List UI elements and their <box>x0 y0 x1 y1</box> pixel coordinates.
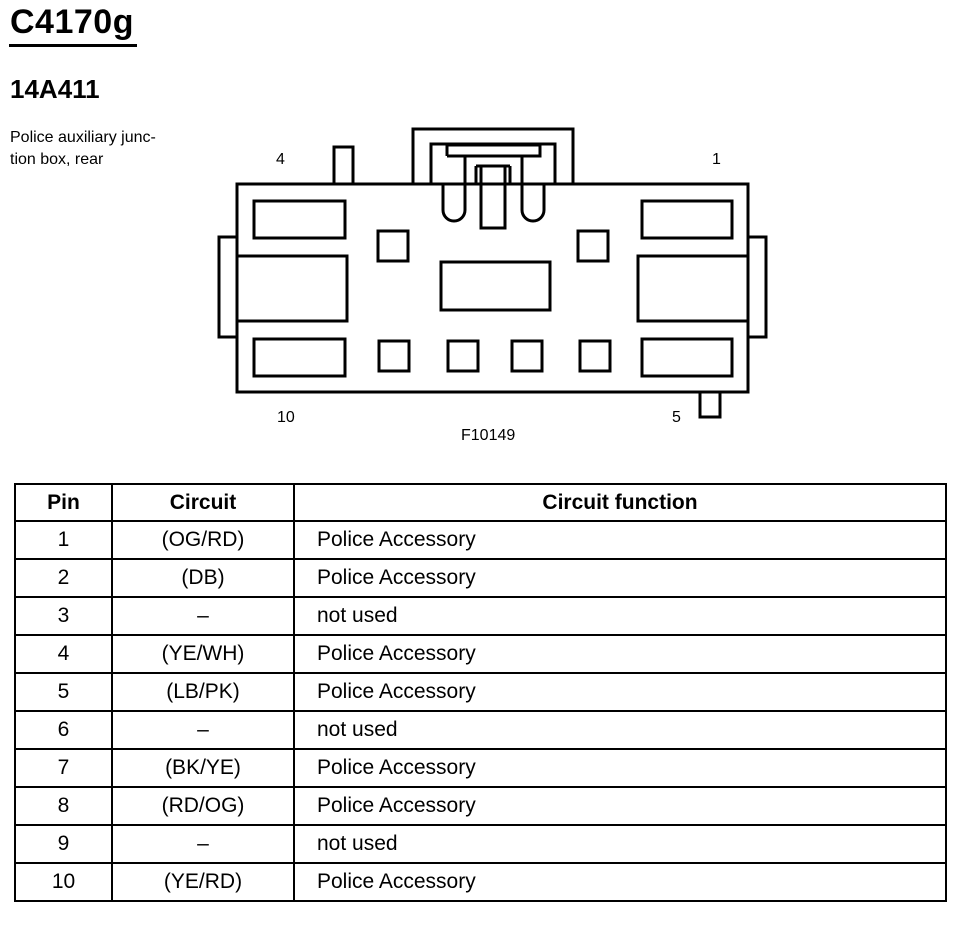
pin-cell: 4 <box>14 634 113 674</box>
figure-id: F10149 <box>461 427 516 444</box>
function-cell: Police Accessory <box>293 748 947 788</box>
pin-cell: 7 <box>14 748 113 788</box>
table-row: 9 – not used <box>14 824 947 864</box>
pin-label-1: 1 <box>712 151 721 168</box>
cavity-small-bottom-2 <box>446 339 480 373</box>
circuit-cell: (YE/WH) <box>111 634 295 674</box>
latch-finger-left <box>441 157 467 223</box>
pin-label-5: 5 <box>672 409 681 426</box>
cavity-small-bottom-1 <box>377 339 411 373</box>
connector-id-heading: C4170g <box>10 3 134 41</box>
latch-bar <box>445 143 542 158</box>
description-line-1: Police auxiliary junc- <box>10 129 156 146</box>
circuit-cell: (DB) <box>111 558 295 598</box>
circuit-cell: (BK/YE) <box>111 748 295 788</box>
pin-cell: 2 <box>14 558 113 598</box>
function-cell: Police Accessory <box>293 862 947 902</box>
heading-underline <box>9 44 137 47</box>
description-line-2: tion box, rear <box>10 151 104 168</box>
circuit-cell: (OG/RD) <box>111 520 295 560</box>
circuit-cell: (RD/OG) <box>111 786 295 826</box>
circuit-cell: (YE/RD) <box>111 862 295 902</box>
cavity-pin-4 <box>252 199 347 240</box>
table-row: 8 (RD/OG) Police Accessory <box>14 786 947 826</box>
latch-center-cap <box>474 164 512 183</box>
top-key-tab <box>332 145 355 186</box>
latch-inner <box>429 142 557 184</box>
cavity-center-large <box>439 260 552 312</box>
left-side-ear <box>217 235 239 339</box>
latch-housing <box>411 127 575 184</box>
pin-cell: 1 <box>14 520 113 560</box>
latch-finger-right <box>520 157 546 223</box>
table-row: 5 (LB/PK) Police Accessory <box>14 672 947 712</box>
part-number: 14A411 <box>10 74 100 104</box>
cavity-pin-5 <box>640 337 734 378</box>
pin-cell: 9 <box>14 824 113 864</box>
circuit-cell: – <box>111 596 295 636</box>
table-header-row: Pin Circuit Circuit function <box>14 483 947 522</box>
header-pin: Pin <box>14 483 113 522</box>
circuit-cell: (LB/PK) <box>111 672 295 712</box>
table-row: 1 (OG/RD) Police Accessory <box>14 520 947 560</box>
table-row: 10 (YE/RD) Police Accessory <box>14 862 947 902</box>
function-cell: not used <box>293 824 947 864</box>
connector-body <box>235 182 750 394</box>
pin-label-4: 4 <box>276 151 285 168</box>
latch-center-post <box>479 164 507 230</box>
cavity-small-bottom-4 <box>578 339 612 373</box>
circuit-cell: – <box>111 710 295 750</box>
cavity-small-bottom-3 <box>510 339 544 373</box>
function-cell: not used <box>293 596 947 636</box>
right-side-ear <box>746 235 768 339</box>
function-cell: Police Accessory <box>293 520 947 560</box>
header-circuit: Circuit <box>111 483 295 522</box>
cavity-left-large <box>235 254 349 323</box>
cavity-right-large <box>636 254 750 323</box>
function-cell: Police Accessory <box>293 634 947 674</box>
cavity-small-top-right <box>576 229 610 263</box>
pin-cell: 6 <box>14 710 113 750</box>
pinout-table: Pin Circuit Circuit function 1 (OG/RD) P… <box>14 483 947 902</box>
table-row: 7 (BK/YE) Police Accessory <box>14 748 947 788</box>
function-cell: Police Accessory <box>293 672 947 712</box>
pin-cell: 10 <box>14 862 113 902</box>
connector-description: Police auxiliary junc- tion box, rear <box>10 127 190 171</box>
pin-cell: 5 <box>14 672 113 712</box>
table-row: 3 – not used <box>14 596 947 636</box>
pin-cell: 8 <box>14 786 113 826</box>
table-row: 2 (DB) Police Accessory <box>14 558 947 598</box>
pin-label-10: 10 <box>277 409 295 426</box>
table-row: 4 (YE/WH) Police Accessory <box>14 634 947 674</box>
bottom-key-tab <box>698 390 722 419</box>
cavity-pin-1 <box>640 199 734 240</box>
function-cell: Police Accessory <box>293 786 947 826</box>
table-row: 6 – not used <box>14 710 947 750</box>
function-cell: not used <box>293 710 947 750</box>
pin-cell: 3 <box>14 596 113 636</box>
header-circuit-function: Circuit function <box>293 483 947 522</box>
circuit-cell: – <box>111 824 295 864</box>
cavity-small-top-left <box>376 229 410 263</box>
function-cell: Police Accessory <box>293 558 947 598</box>
cavity-pin-10 <box>252 337 347 378</box>
connector-face-diagram <box>217 127 768 419</box>
